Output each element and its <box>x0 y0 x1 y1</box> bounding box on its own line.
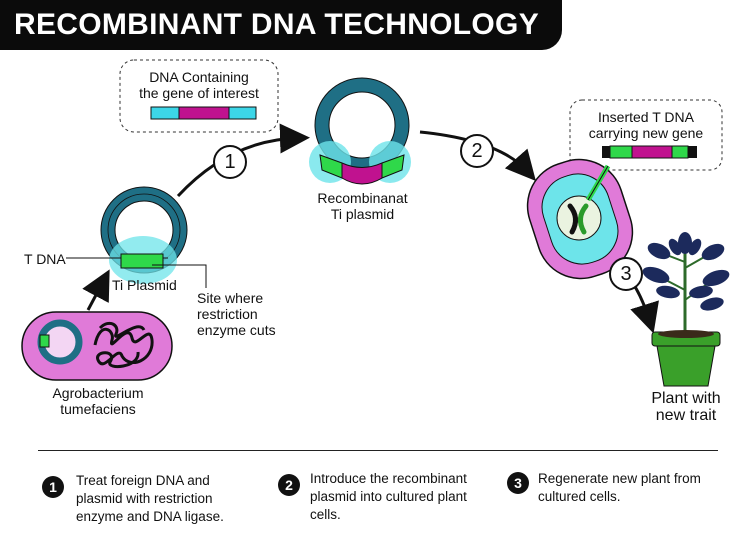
page-title: RECOMBINANT DNA TECHNOLOGY <box>14 8 540 41</box>
step-3-marker: 3 <box>609 257 643 291</box>
site-label: Site where restriction enzyme cuts <box>197 290 276 338</box>
site-pointer <box>152 264 207 288</box>
legend-1-text: Treat foreign DNA and plasmid with restr… <box>76 473 224 524</box>
legend-3-number: 3 <box>507 472 529 494</box>
ti-plasmid-icon <box>100 186 188 284</box>
legend-1-number: 1 <box>42 476 64 498</box>
plant-icon <box>642 232 730 387</box>
dna-fragment-icon <box>150 106 257 120</box>
dna-gene-label: DNA Containing the gene of interest <box>139 69 259 101</box>
arrow-agro-to-plasmid <box>82 269 110 311</box>
agrobacterium-label: Agrobacterium tumefaciens <box>52 385 144 417</box>
title-bar: RECOMBINANT DNA TECHNOLOGY <box>0 0 562 50</box>
divider <box>38 450 718 451</box>
inserted-dna-box <box>569 99 723 171</box>
legend-3-text: Regenerate new plant from cultured cells… <box>538 471 701 504</box>
step-2-marker: 2 <box>460 134 494 168</box>
agrobacterium-icon <box>21 311 173 381</box>
ti-plasmid-label: Ti Plasmid <box>112 277 177 293</box>
legend-2-number: 2 <box>278 474 300 496</box>
plant-cell-icon <box>526 158 634 280</box>
plant-label: Plant with new trait <box>651 390 721 424</box>
recombinant-plasmid-label: Recombinanat Ti plasmid <box>317 190 408 222</box>
recombinant-plasmid-icon <box>309 77 411 185</box>
dna-fragment-icon <box>602 145 697 159</box>
step-1-marker: 1 <box>213 145 247 179</box>
t-dna-label: T DNA <box>24 251 66 267</box>
dna-gene-box <box>119 59 279 133</box>
inserted-dna-label: Inserted T DNA carrying new gene <box>588 109 704 141</box>
legend-2-text: Introduce the recombinant plasmid into c… <box>310 471 467 522</box>
